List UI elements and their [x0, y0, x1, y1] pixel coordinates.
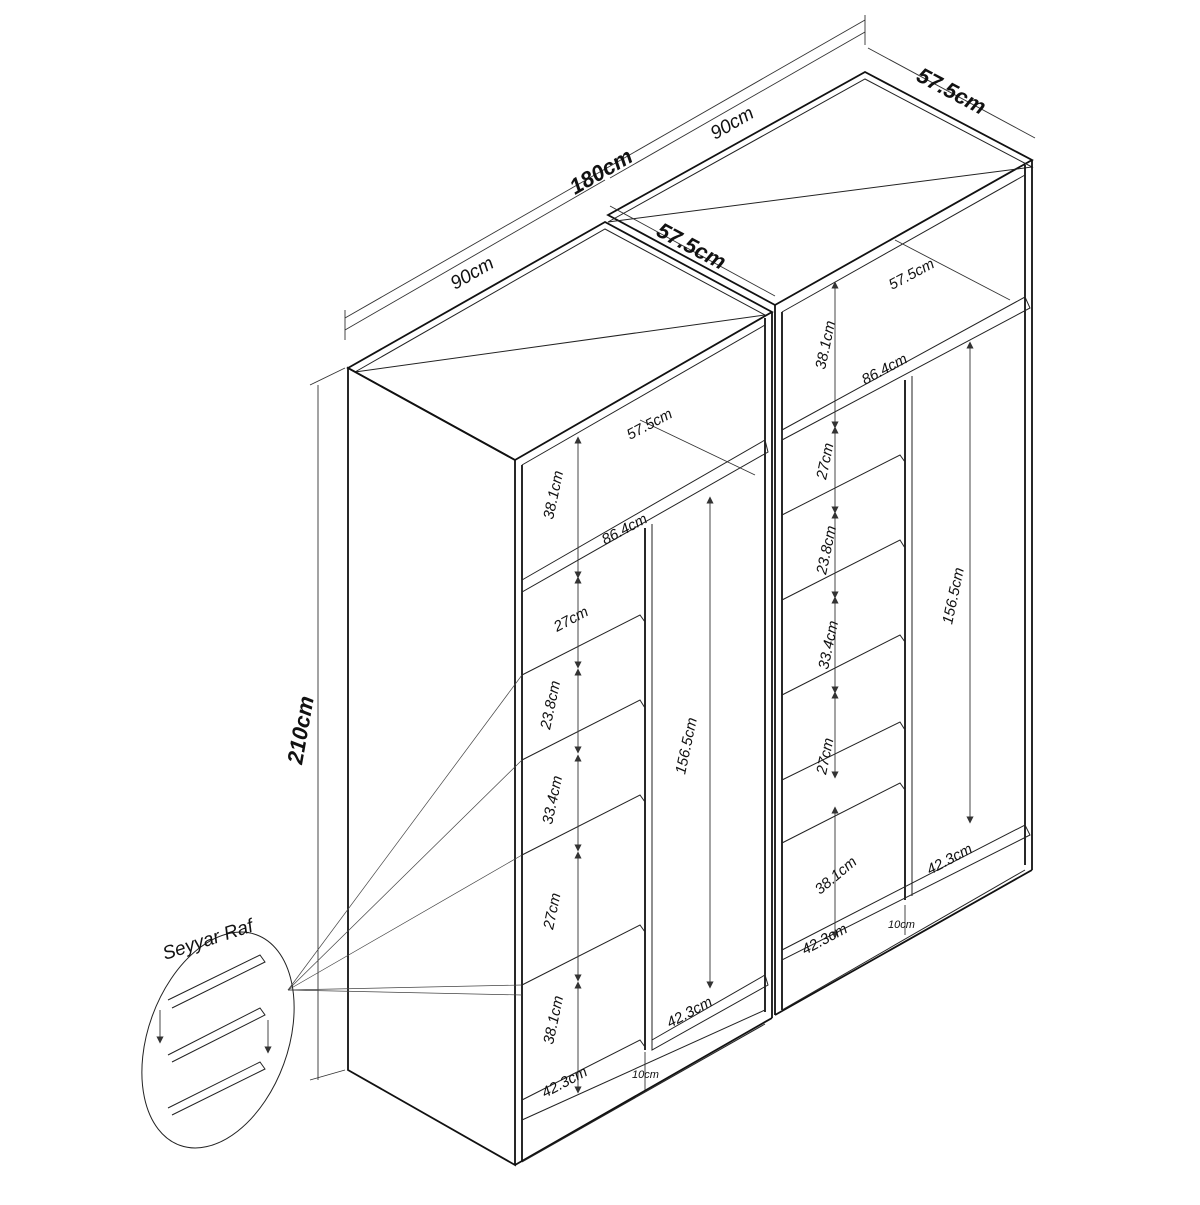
right-shelf-2: 23.8cm — [813, 524, 840, 577]
left-unit — [346, 220, 774, 1167]
right-top-depth: 57.5cm — [886, 255, 937, 293]
left-hanging-height: 156.5cm — [672, 716, 701, 776]
right-shelf-1: 27cm — [813, 441, 837, 481]
label-height: 210cm — [282, 694, 319, 767]
left-shelf-4: 27cm — [540, 891, 564, 931]
right-shelf-4: 27cm — [813, 736, 837, 776]
right-hanging-width: 42.3cm — [924, 840, 975, 878]
left-shelf-1: 27cm — [550, 603, 591, 636]
left-shelf-2: 23.8cm — [537, 679, 564, 732]
left-shelf-3: 33.4cm — [539, 774, 566, 826]
right-column-width: 42.3cm — [799, 920, 850, 958]
labels: 180cm 90cm 90cm 57.5cm 57.5cm 210cm 57.5… — [160, 62, 990, 1101]
label-total-width: 180cm — [565, 143, 637, 199]
left-shelf-5: 38.1cm — [540, 994, 567, 1046]
callout-rays — [141, 674, 523, 1149]
left-top-depth: 57.5cm — [624, 405, 675, 443]
left-inner-width: 86.4cm — [599, 510, 650, 548]
left-hanging-width: 42.3cm — [664, 993, 715, 1031]
dimension-lines — [309, 15, 1036, 1094]
label-depth-right: 57.5cm — [913, 62, 991, 119]
left-top-height: 38.1cm — [540, 469, 567, 521]
right-inner-width: 86.4cm — [859, 350, 910, 388]
right-shelf-5: 38.1cm — [812, 853, 861, 898]
callout-label: Seyyar Raf — [160, 915, 258, 965]
left-column-width: 42.3cm — [539, 1063, 590, 1101]
label-right-width: 90cm — [707, 103, 758, 144]
right-unit — [606, 70, 1034, 1016]
right-shelf-3: 33.4cm — [815, 619, 842, 671]
right-plinth: 10cm — [888, 919, 915, 931]
left-plinth: 10cm — [632, 1069, 659, 1081]
right-hanging-height: 156.5cm — [939, 566, 968, 626]
